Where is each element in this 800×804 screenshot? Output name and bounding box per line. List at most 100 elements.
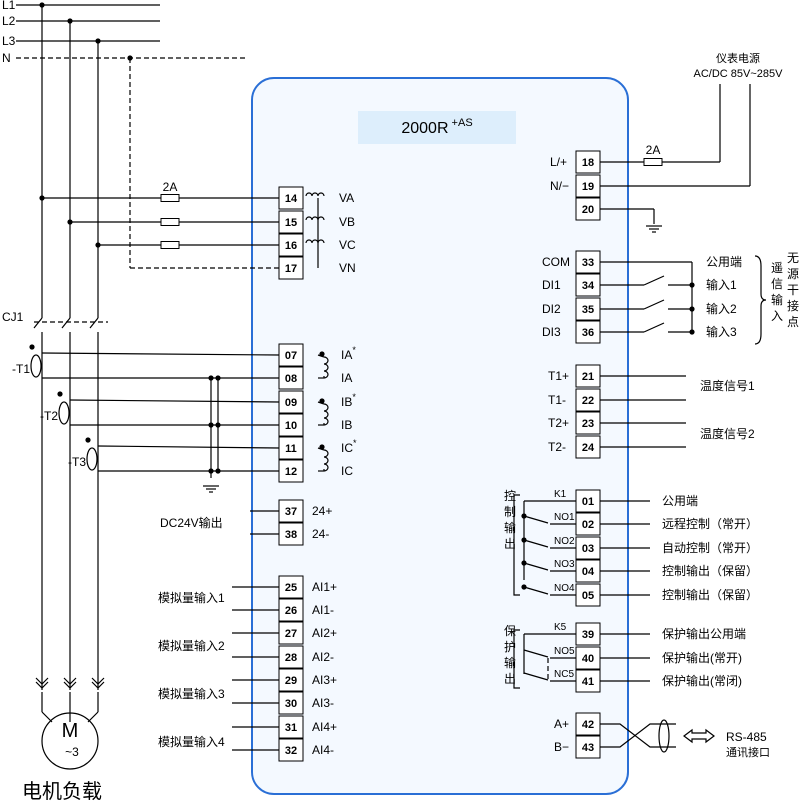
dc24-terminal-number: 38 <box>285 529 297 541</box>
temp-terminal-box <box>575 435 601 459</box>
voltage-coil <box>305 216 325 221</box>
di-terminal-box <box>575 297 601 321</box>
di-label: DI1 <box>542 278 561 292</box>
analog-terminal-box <box>278 738 304 762</box>
voltage-terminal-box <box>278 210 304 234</box>
voltage-terminal-box <box>278 233 304 257</box>
voltage-terminal-box <box>278 256 304 280</box>
analog-terminal-number: 30 <box>285 698 297 710</box>
di-label: COM <box>542 255 570 269</box>
analog-group-label: 模拟量输入2 <box>158 638 225 653</box>
temp-label: T2+ <box>548 416 569 430</box>
contact-blade <box>89 317 99 329</box>
fuse-label: 2A <box>646 143 661 157</box>
ct-label: -T2 <box>40 409 58 423</box>
current-terminal-box <box>278 366 304 390</box>
di-terminal-box <box>575 320 601 344</box>
contactor-label: CJ1 <box>2 310 24 324</box>
protect-title: 出 <box>504 672 516 686</box>
coil <box>323 449 329 472</box>
rs485-terminal-box <box>575 735 601 759</box>
power-terminal-box <box>575 174 601 198</box>
ct-polarity-dot <box>29 344 35 350</box>
voltage-label: VA <box>339 191 354 205</box>
current-terminal-number: 09 <box>285 397 297 409</box>
dc24-terminal-number: 37 <box>285 506 297 518</box>
temp-label: T1- <box>548 393 566 407</box>
ct-return-dot <box>215 468 221 474</box>
temp-terminal-box <box>575 388 601 412</box>
analog-terminal-box <box>278 598 304 622</box>
control-title: 输 <box>504 520 516 535</box>
analog-label: AI2- <box>312 650 334 664</box>
di-terminal-number: 36 <box>582 327 594 339</box>
ct-secondary <box>97 445 280 449</box>
analog-group-label: 模拟量输入4 <box>158 734 225 749</box>
current-terminal-box <box>278 390 304 414</box>
di-junction <box>689 306 695 312</box>
dc24-title: DC24V输出 <box>160 515 223 530</box>
di-side-label: 接 <box>787 298 799 313</box>
voltage-terminal-number: 14 <box>285 193 298 205</box>
control-desc: 自动控制（常开） <box>662 541 758 555</box>
current-terminal-number: 08 <box>285 373 297 385</box>
relay-label: NC5 <box>554 669 574 680</box>
rs485-label: A+ <box>554 717 569 731</box>
dc24-label: 24- <box>312 527 329 541</box>
control-bracket <box>513 494 520 596</box>
analog-terminal-number: 31 <box>285 722 297 734</box>
ct-polarity-dot <box>85 437 91 443</box>
analog-label: AI1- <box>312 603 334 617</box>
coil-lead <box>317 354 325 358</box>
motor-phase: ~3 <box>65 745 79 759</box>
analog-terminal-box <box>278 575 304 599</box>
relay-contact <box>523 515 549 524</box>
current-terminal-box <box>278 343 304 367</box>
analog-group-label: 模拟量输入3 <box>158 686 225 701</box>
ct-return-dot <box>208 422 214 428</box>
analog-terminal-box <box>278 691 304 715</box>
di-label: DI3 <box>542 325 561 339</box>
chevron <box>91 681 105 689</box>
protect-title: 输 <box>504 655 516 670</box>
temp-terminal-number: 24 <box>582 442 595 454</box>
control-terminal-box <box>575 583 601 607</box>
control-terminal-box <box>575 536 601 560</box>
analog-label: AI4- <box>312 743 334 757</box>
current-terminal-box <box>278 459 304 483</box>
protect-terminal-box <box>575 646 601 670</box>
ct-coil <box>86 447 98 471</box>
fuse <box>643 158 663 166</box>
current-terminal-box <box>278 436 304 460</box>
relay-label: NO1 <box>554 512 575 523</box>
relay-contact <box>523 649 549 658</box>
power-label: L/+ <box>550 155 567 169</box>
protect-desc: 保护输出(常开) <box>662 650 742 665</box>
protect-terminal-number: 39 <box>582 629 594 641</box>
power-terminal-number: 19 <box>582 181 594 193</box>
ct-secondary <box>69 399 280 403</box>
analog-terminal-number: 32 <box>285 745 297 757</box>
protect-title: 护 <box>504 640 516 654</box>
control-desc: 控制输出（保留） <box>662 563 758 578</box>
control-desc: 远程控制（常开） <box>662 516 758 531</box>
di-side-label: 源 <box>787 267 799 281</box>
power-terminal-box <box>575 150 601 174</box>
chevron <box>63 681 77 689</box>
di-terminal-number: 33 <box>582 257 594 269</box>
di-desc: 输入2 <box>706 301 737 316</box>
terminal-blocks: 1415161707080910111237382526272829303132… <box>278 150 601 762</box>
di-desc: 公用端 <box>706 255 742 269</box>
chevron <box>35 681 49 689</box>
current-label: IB <box>341 418 352 432</box>
di-side-label: 点 <box>787 315 799 329</box>
current-label: IC <box>341 464 353 478</box>
protect-desc: 保护输出公用端 <box>662 626 746 641</box>
rs485-shield <box>658 719 670 753</box>
dc24-terminal-box <box>278 522 304 546</box>
model-banner <box>358 111 516 144</box>
power-terminal-number: 18 <box>582 157 594 169</box>
di-terminal-box <box>575 273 601 297</box>
current-terminal-number: 07 <box>285 350 297 362</box>
voltage-terminal-number: 16 <box>285 240 297 252</box>
